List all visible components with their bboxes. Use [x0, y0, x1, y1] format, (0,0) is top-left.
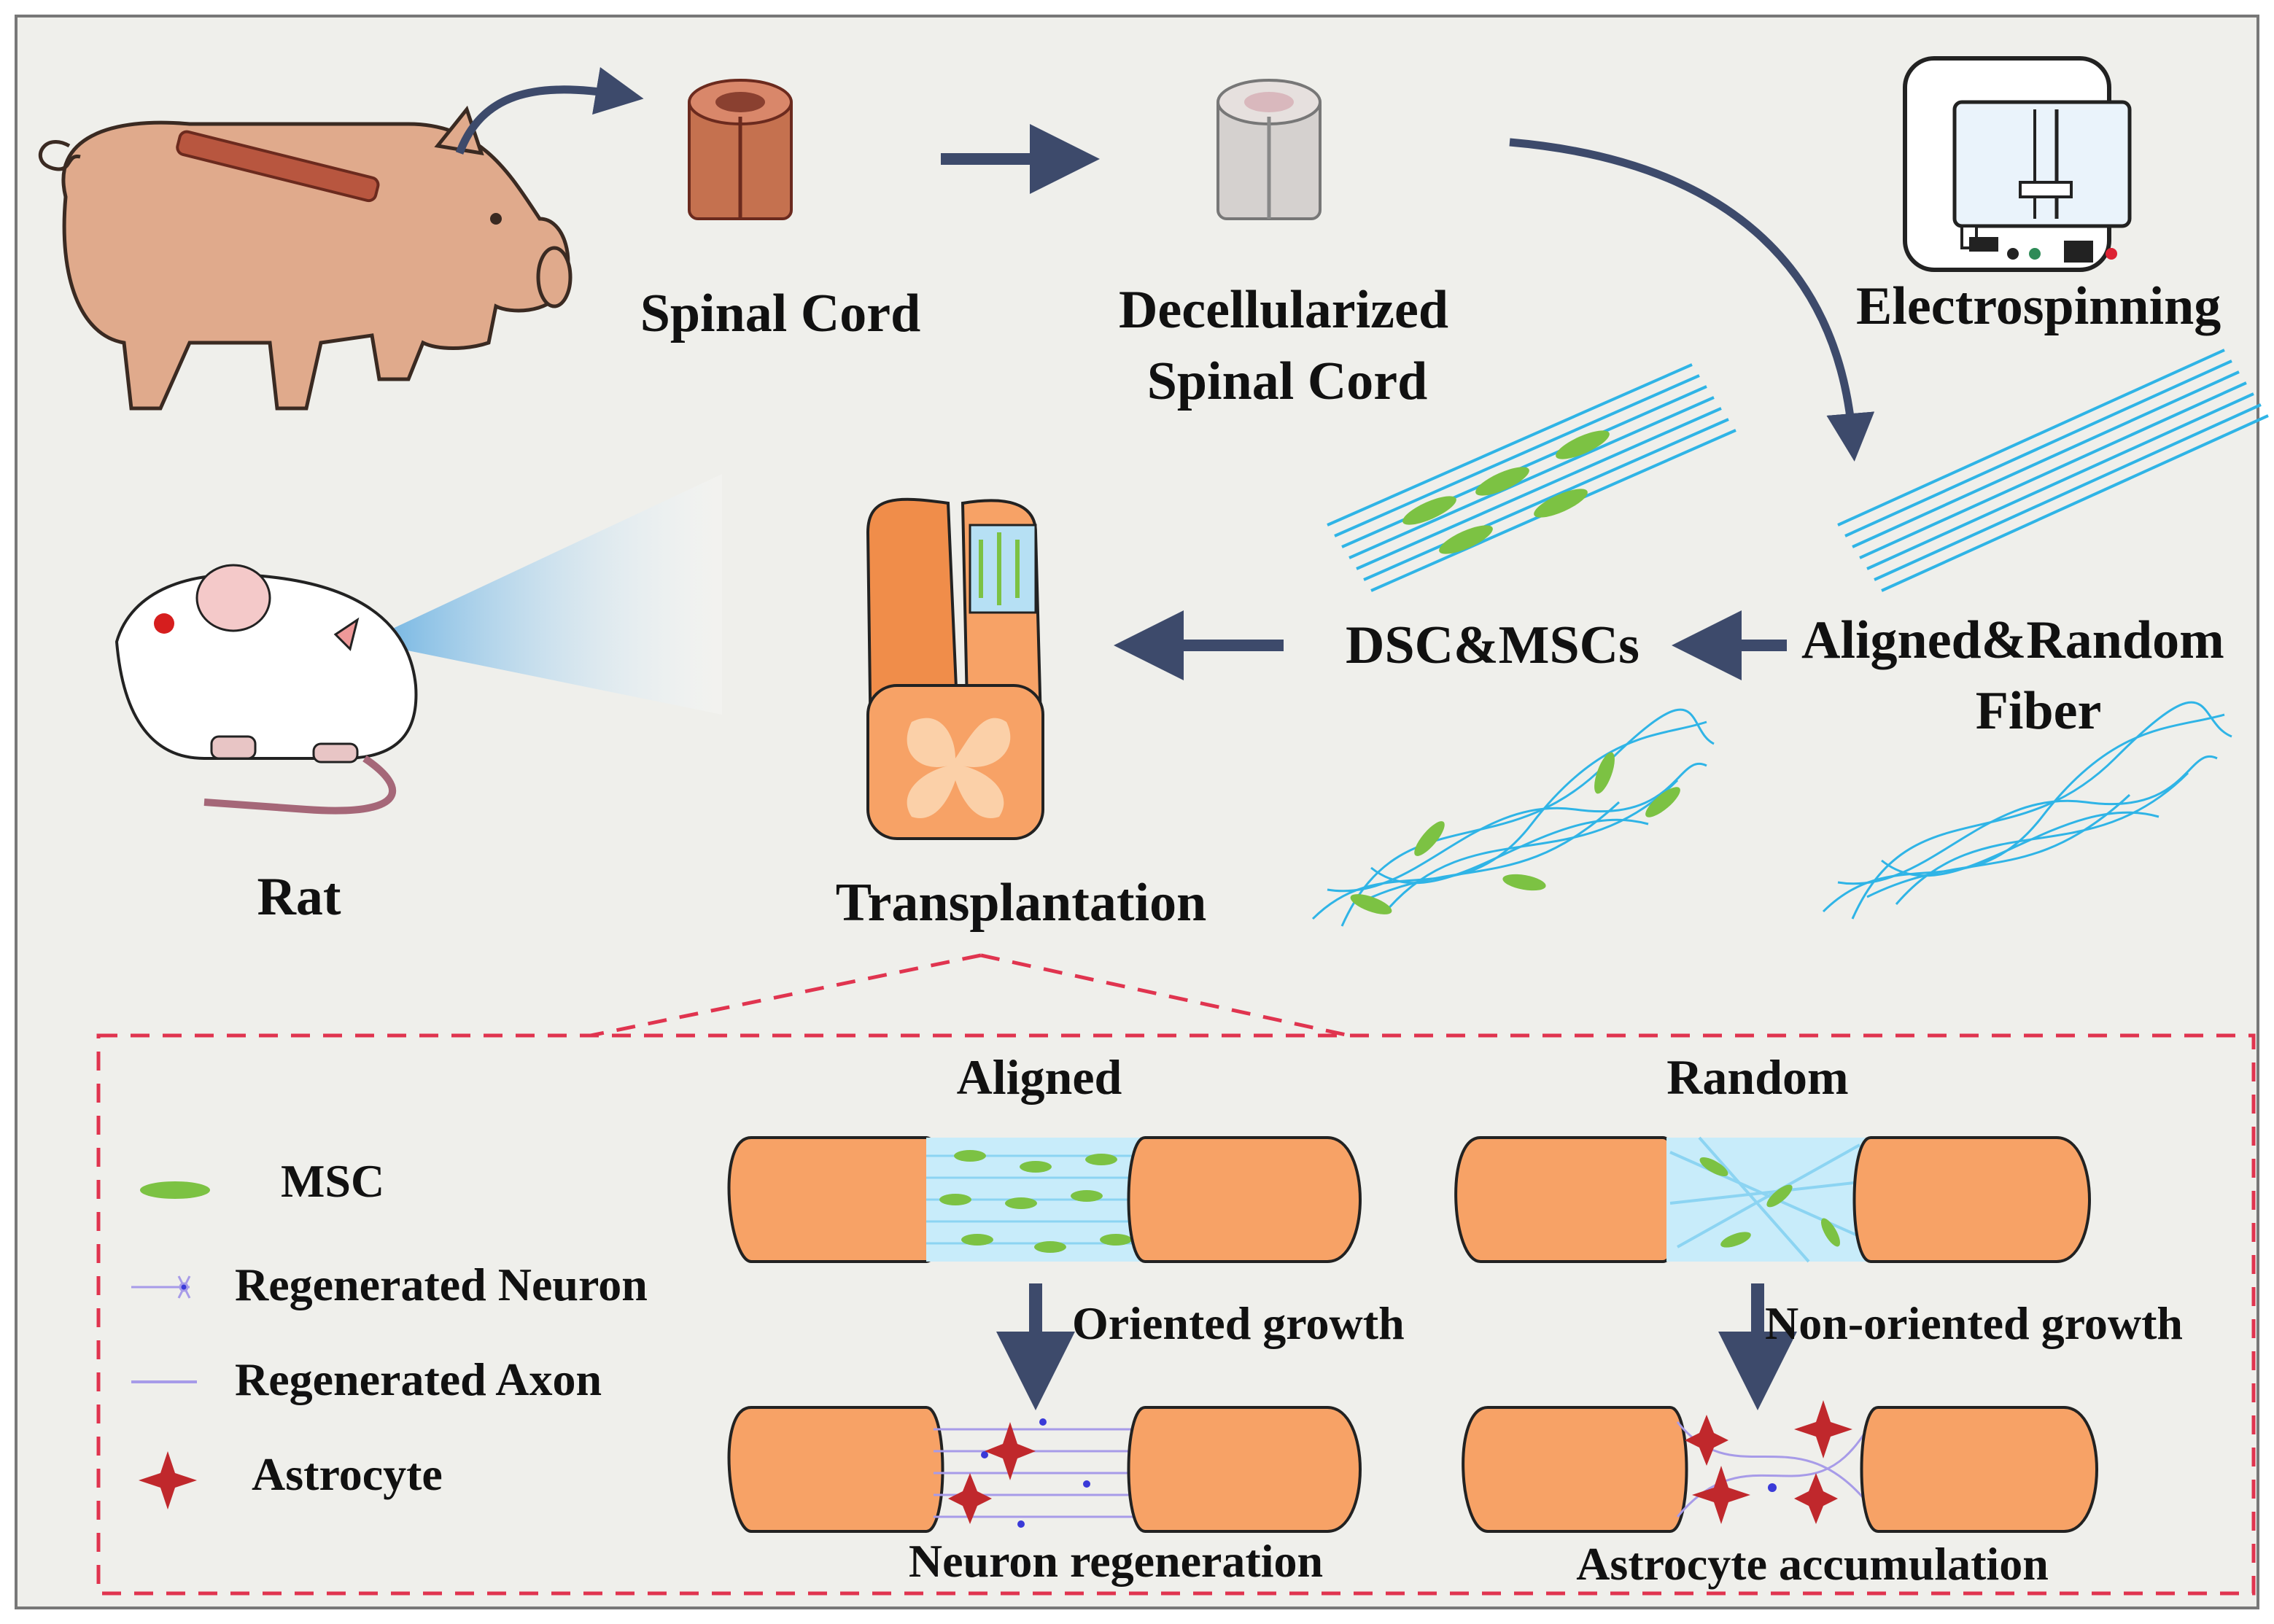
arrow-decell-to-fiber: [1509, 138, 1875, 462]
pig-illustration: [38, 105, 573, 411]
label-decellularized-line2: Spinal Cord: [1146, 351, 1428, 411]
rat-illustration: [115, 474, 722, 815]
label-electrospinning: Electrospinning: [1856, 276, 2221, 336]
neuron-icon: [131, 1275, 191, 1299]
legend-label-astrocyte: Astrocyte: [252, 1448, 443, 1500]
spinal-cord-illustration: [688, 79, 793, 220]
random-fibers-with-mscs: [1311, 708, 1715, 927]
arrow-pig-to-cord: [455, 67, 644, 155]
zoom-connector: [590, 953, 1350, 1038]
random-accumulation-construct: [1462, 1400, 2098, 1533]
label-spinal-cord: Spinal Cord: [640, 284, 921, 343]
electrospinning-machine-icon: [1903, 56, 2132, 272]
aligned-regeneration-construct: [727, 1406, 1362, 1533]
label-dsc-mscs: DSC&MSCs: [1346, 615, 1639, 675]
label-neuron-regeneration: Neuron regeneration: [908, 1535, 1324, 1587]
msc-cell-icon: [140, 1181, 210, 1199]
label-oriented-growth: Oriented growth: [1072, 1297, 1405, 1349]
label-decellularized-line1: Decellularized: [1118, 280, 1449, 340]
legend-label-axon: Regenerated Axon: [235, 1353, 602, 1405]
legend-label-msc: MSC: [281, 1155, 385, 1207]
detail-box: [96, 1033, 2256, 1596]
light-beam: [365, 474, 722, 715]
aligned-fiber-bundle: [1837, 349, 2269, 592]
random-fiber-mesh: [1822, 701, 2232, 920]
label-astrocyte-accumulation: Astrocyte accumulation: [1576, 1538, 2049, 1590]
aligned-construct: [727, 1136, 1362, 1263]
transplantation-cord-illustration: [866, 497, 1045, 841]
label-fiber-line2: Fiber: [1975, 681, 2102, 741]
label-fiber-line1: Aligned&Random: [1801, 610, 2224, 670]
legend-label-neuron: Regenerated Neuron: [235, 1259, 648, 1310]
label-transplantation: Transplantation: [835, 873, 1207, 933]
label-non-oriented-growth: Non-oriented growth: [1765, 1297, 2183, 1349]
aligned-fibers-with-mscs: [1327, 363, 1736, 592]
label-random: Random: [1666, 1049, 1849, 1105]
label-aligned: Aligned: [956, 1049, 1122, 1105]
random-construct: [1454, 1136, 2091, 1263]
label-rat: Rat: [257, 867, 341, 927]
decellularized-cord-illustration: [1216, 79, 1322, 220]
astrocyte-icon: [139, 1451, 197, 1510]
